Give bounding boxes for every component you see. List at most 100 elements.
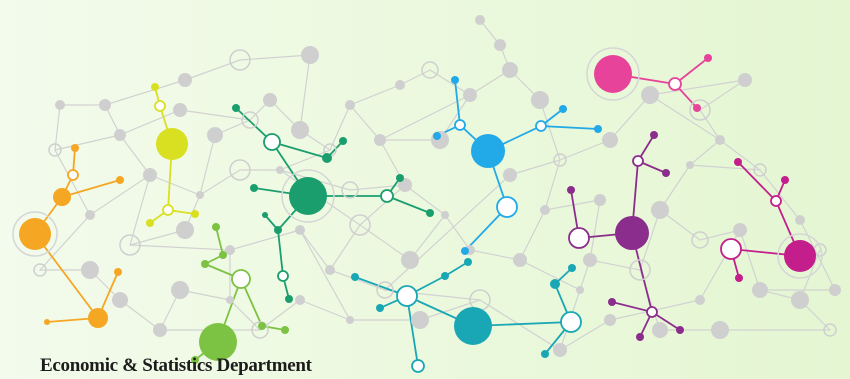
green-cluster-node bbox=[232, 104, 240, 112]
network-link bbox=[229, 229, 301, 251]
green-cluster-hub bbox=[289, 177, 327, 215]
network-node bbox=[112, 292, 128, 308]
network-link bbox=[429, 69, 471, 96]
teal-cluster-link bbox=[406, 295, 419, 367]
network-link bbox=[519, 209, 546, 261]
network-link bbox=[54, 134, 121, 151]
yellow-cluster-node bbox=[191, 210, 199, 218]
magenta-cluster-hub-ring bbox=[777, 233, 823, 279]
blue-cluster-node bbox=[559, 105, 567, 113]
network-link bbox=[129, 174, 151, 246]
network-node bbox=[229, 49, 251, 71]
green-cluster-node bbox=[285, 295, 293, 303]
network-link bbox=[404, 184, 446, 216]
teal-cluster-link bbox=[444, 261, 469, 277]
network-node bbox=[691, 231, 709, 249]
blue-cluster-link bbox=[540, 125, 599, 130]
teal-cluster-hub bbox=[454, 307, 492, 345]
light-green-cluster-node bbox=[219, 251, 227, 259]
purple-cluster-node bbox=[676, 326, 684, 334]
network-node bbox=[325, 265, 335, 275]
network-node bbox=[33, 263, 47, 277]
network-link bbox=[659, 164, 691, 211]
green-cluster-node bbox=[274, 226, 282, 234]
network-link bbox=[119, 134, 151, 176]
green-cluster-node bbox=[263, 133, 281, 151]
pink-cluster-hub-ring bbox=[586, 47, 640, 101]
network-links bbox=[34, 19, 836, 367]
blue-cluster-node bbox=[433, 132, 441, 140]
green-cluster-hub-ring bbox=[281, 169, 335, 223]
network-link bbox=[649, 94, 721, 141]
network-node bbox=[376, 281, 394, 299]
network-node bbox=[576, 286, 584, 294]
green-cluster-node bbox=[380, 189, 394, 203]
yellow-cluster-node bbox=[162, 204, 174, 216]
network-link bbox=[469, 249, 521, 261]
teal-cluster-node bbox=[376, 304, 384, 312]
network-node bbox=[291, 121, 309, 139]
green-cluster-node bbox=[426, 209, 434, 217]
magenta-cluster-node bbox=[734, 158, 742, 166]
purple-cluster-node bbox=[662, 169, 670, 177]
pink-cluster-node bbox=[668, 77, 682, 91]
yellow-cluster-node bbox=[154, 100, 166, 112]
teal-cluster-node bbox=[541, 350, 549, 358]
light-green-cluster-node bbox=[212, 223, 220, 231]
magenta-cluster-node bbox=[735, 274, 743, 282]
teal-cluster-node bbox=[351, 273, 359, 281]
network-link bbox=[299, 229, 351, 321]
light-green-cluster bbox=[191, 223, 289, 364]
network-link bbox=[509, 159, 561, 176]
teal-cluster-node bbox=[441, 272, 449, 280]
network-node bbox=[823, 323, 837, 337]
pink-cluster-hub bbox=[594, 55, 632, 93]
network-node bbox=[411, 311, 429, 329]
network-link bbox=[179, 109, 251, 121]
blue-cluster-node bbox=[451, 76, 459, 84]
network-link bbox=[699, 109, 721, 141]
network-node bbox=[226, 296, 234, 304]
yellow-cluster bbox=[146, 83, 199, 227]
network-node bbox=[795, 215, 805, 225]
blue-cluster-links bbox=[436, 79, 599, 252]
network-node bbox=[689, 99, 711, 121]
purple-cluster-node bbox=[608, 298, 616, 306]
network-link bbox=[384, 174, 511, 291]
network-link bbox=[559, 139, 611, 161]
network-node bbox=[276, 166, 284, 174]
network-node bbox=[301, 46, 319, 64]
network-link bbox=[359, 224, 411, 261]
network-node bbox=[114, 129, 126, 141]
network-node bbox=[81, 261, 99, 279]
purple-cluster-link bbox=[611, 301, 653, 313]
network-link bbox=[589, 259, 641, 271]
pink-cluster bbox=[586, 47, 712, 112]
blue-cluster-link bbox=[454, 79, 461, 126]
network-link bbox=[689, 164, 761, 171]
network-node bbox=[85, 210, 95, 220]
purple-cluster bbox=[567, 131, 684, 341]
teal-cluster-node bbox=[411, 359, 425, 373]
orange-cluster-node bbox=[53, 188, 71, 206]
network-node bbox=[171, 281, 189, 299]
network-node bbox=[207, 127, 223, 143]
network-link bbox=[89, 174, 151, 216]
network-node bbox=[241, 111, 259, 129]
green-cluster bbox=[232, 104, 434, 303]
network-link bbox=[54, 149, 91, 216]
teal-cluster bbox=[351, 258, 582, 373]
network-link bbox=[329, 104, 351, 151]
network-link bbox=[689, 139, 721, 166]
network-link bbox=[129, 244, 231, 251]
network-link bbox=[104, 79, 186, 106]
network-node bbox=[441, 211, 449, 219]
blue-cluster bbox=[433, 76, 602, 255]
blue-cluster-node bbox=[461, 247, 469, 255]
network-node bbox=[540, 205, 550, 215]
light-green-cluster-node bbox=[231, 269, 251, 289]
network-link bbox=[379, 94, 471, 141]
yellow-cluster-node bbox=[146, 219, 154, 227]
network-node bbox=[513, 253, 527, 267]
network-node bbox=[531, 91, 549, 109]
